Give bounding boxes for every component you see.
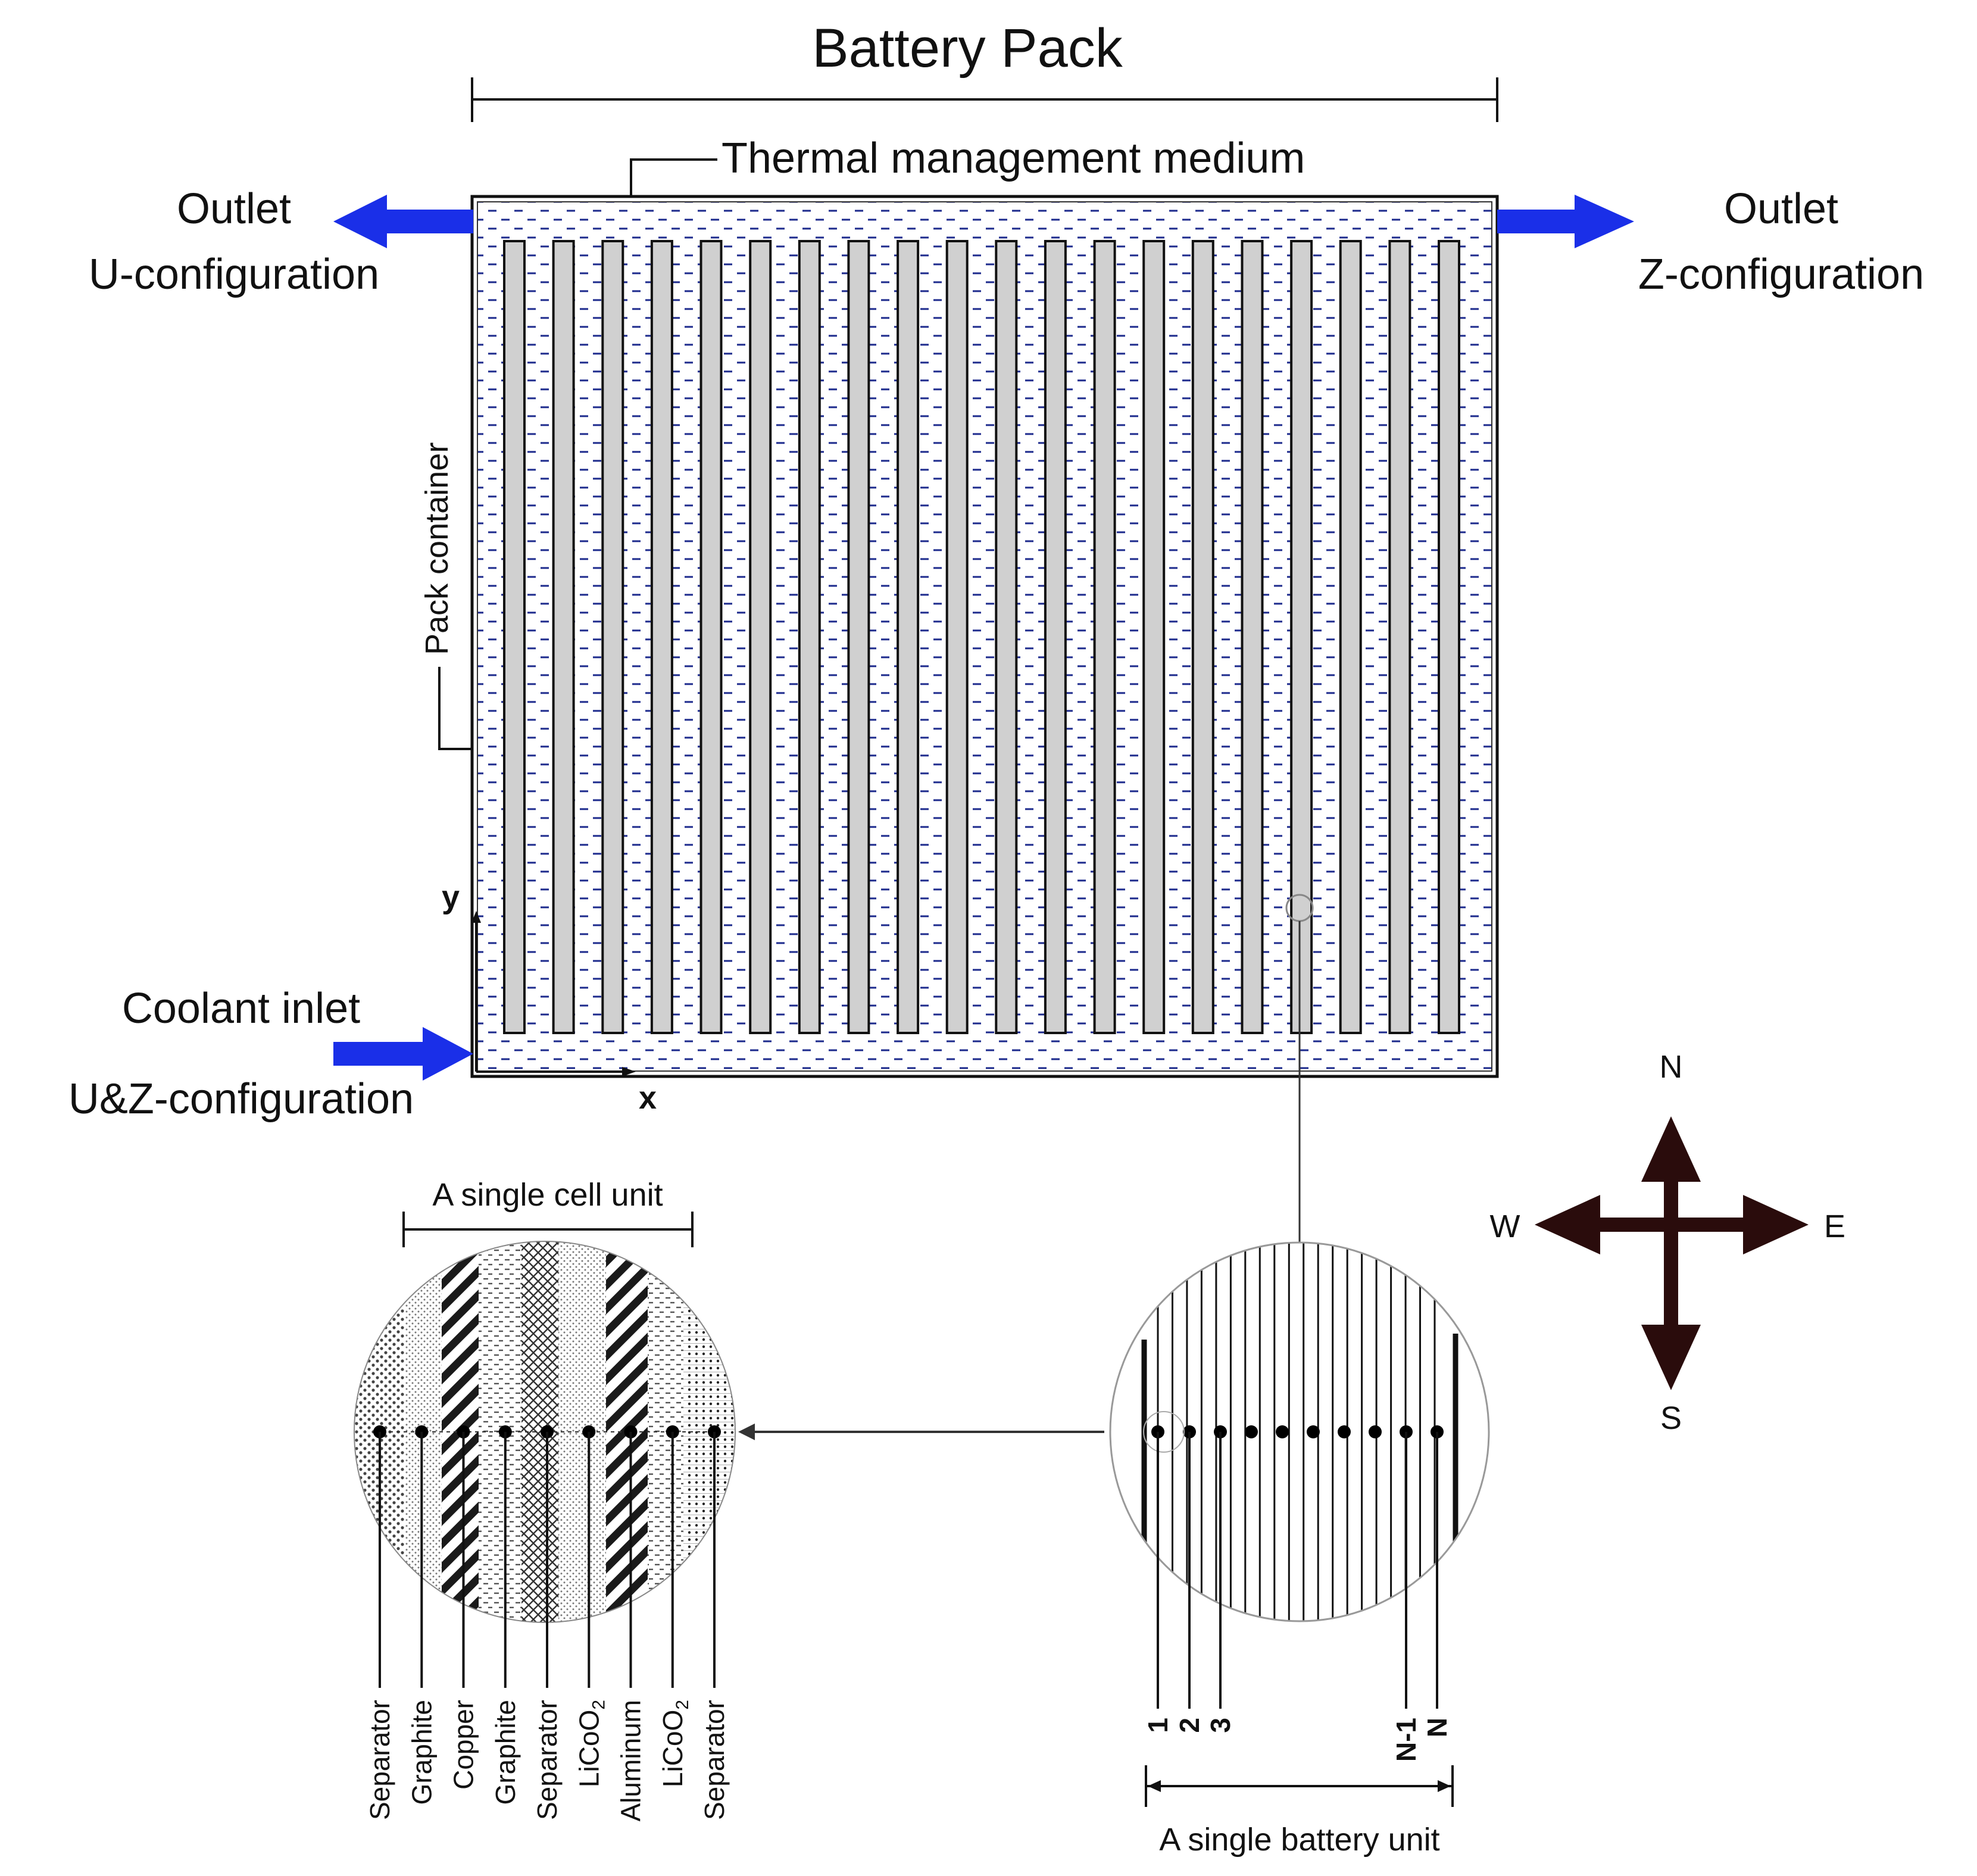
battery-cell [897,240,920,1034]
battery-marker-label: N-1 [1391,1718,1422,1762]
inlet-label: Coolant inlet [122,985,360,1032]
outlet-u-config: U-configuration [89,251,379,298]
outlet-z-arrow [1497,195,1634,248]
battery-cell [945,240,969,1034]
x-axis-label: x [639,1080,657,1116]
battery-unit-circle [1109,1241,1490,1622]
layer-label: Separator [364,1700,395,1820]
axes: y x [442,879,657,1116]
outlet-z-label: Outlet [1724,185,1838,233]
battery-cell [503,240,526,1034]
layer-label: LiCoO2 [657,1700,692,1787]
battery-node [1245,1425,1258,1438]
battery-cell [1290,240,1313,1034]
layer-label: LiCoO2 [573,1700,608,1787]
battery-cell [1044,240,1067,1034]
layer-labels: Separator Graphite Copper Graphite Separator… [364,1432,730,1822]
battery-cell [1339,240,1362,1034]
outlet-u-label: Outlet [177,185,291,233]
battery-cell [1142,240,1166,1034]
medium-label: Thermal management medium [722,135,1305,182]
pack-title: Battery Pack [812,18,1123,79]
y-axis-label: y [442,879,460,915]
battery-cell [1438,240,1460,1034]
medium-leader [630,158,717,211]
battery-cell [650,240,673,1034]
battery-row [503,240,1460,1034]
inlet-config: U&Z-configuration [68,1075,414,1123]
battery-node [1338,1425,1351,1438]
compass: N S W E [1490,1049,1846,1436]
battery-marker-label: 2 [1174,1718,1205,1733]
compass-w: W [1490,1209,1520,1244]
layer-label: Graphite [490,1700,521,1805]
layer-label: Separator [532,1700,563,1820]
pack-container [470,195,1499,1078]
cell-unit-title: A single cell unit [432,1177,663,1213]
battery-marker-label: 3 [1205,1718,1236,1733]
outlet-z-config: Z-configuration [1638,251,1924,298]
battery-node [1276,1425,1289,1438]
battery-node [1307,1425,1320,1438]
battery-cell [1241,240,1264,1034]
compass-n: N [1660,1049,1683,1085]
magnify-arrowhead [738,1424,755,1440]
outlet-u-arrow [333,195,473,248]
layer-label: Graphite [406,1700,437,1805]
battery-cell [1388,240,1411,1034]
layer-label: Separator [699,1700,730,1820]
battery-cell [1191,240,1214,1034]
battery-cell [798,240,821,1034]
layer-label: Aluminum [616,1700,646,1822]
battery-marker-label: 1 [1142,1718,1173,1733]
battery-cell [552,240,575,1034]
battery-cell [601,240,624,1034]
battery-cell [1093,240,1116,1034]
cell-unit-dimension: A single cell unit [402,1177,694,1247]
battery-cell [749,240,772,1034]
inlet-arrow [333,1027,473,1081]
compass-s: S [1660,1400,1682,1436]
compass-e: E [1824,1209,1845,1244]
pack-dimension: Battery Pack [471,18,1498,122]
battery-node [1369,1425,1382,1438]
thermal-medium [477,201,1492,1072]
container-label: Pack container [419,442,455,655]
battery-unit-title: A single battery unit [1159,1822,1439,1858]
layer-label: Copper [448,1700,479,1790]
battery-cell [847,240,870,1034]
container-leader [438,667,473,750]
battery-cell [699,240,723,1034]
battery-cell [995,240,1018,1034]
battery-marker-label: N [1422,1718,1453,1737]
battery-unit-dimension: A single battery unit [1145,1765,1454,1858]
